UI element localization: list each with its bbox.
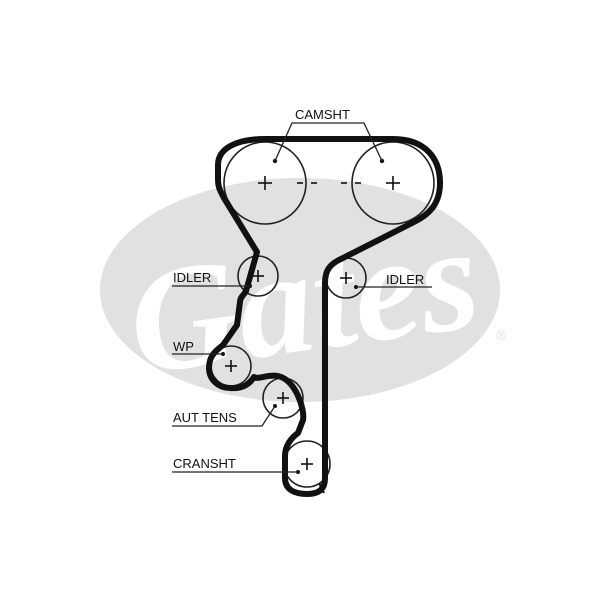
cransht-label: CRANSHT: [173, 456, 236, 471]
leader-lines: [172, 122, 432, 473]
pulley-centers: [225, 176, 400, 470]
plus-icon: [252, 270, 264, 282]
plus-icon: [258, 176, 272, 190]
plus-icon: [340, 272, 352, 284]
timing-belt: [206, 136, 443, 497]
wp-label: WP: [173, 339, 194, 354]
gates-logo: Gates ®: [100, 178, 507, 407]
plus-icon: [225, 360, 237, 372]
idler-right-label: IDLER: [386, 272, 424, 287]
aut-tens-leader: [172, 405, 276, 427]
labels: CAMSHT IDLER IDLER WP AUT TENS CRANSHT: [173, 107, 424, 471]
idler-left-label: IDLER: [173, 270, 211, 285]
crank-timing-mark: [318, 482, 325, 494]
registered-mark: ®: [496, 327, 507, 343]
plus-icon: [277, 392, 289, 404]
aut-tens-label: AUT TENS: [173, 410, 237, 425]
logo-ellipse: [100, 178, 500, 402]
plus-icon: [301, 458, 313, 470]
plus-icon: [386, 176, 400, 190]
camsht-leader: [274, 122, 383, 162]
camsht-label: CAMSHT: [295, 107, 350, 122]
